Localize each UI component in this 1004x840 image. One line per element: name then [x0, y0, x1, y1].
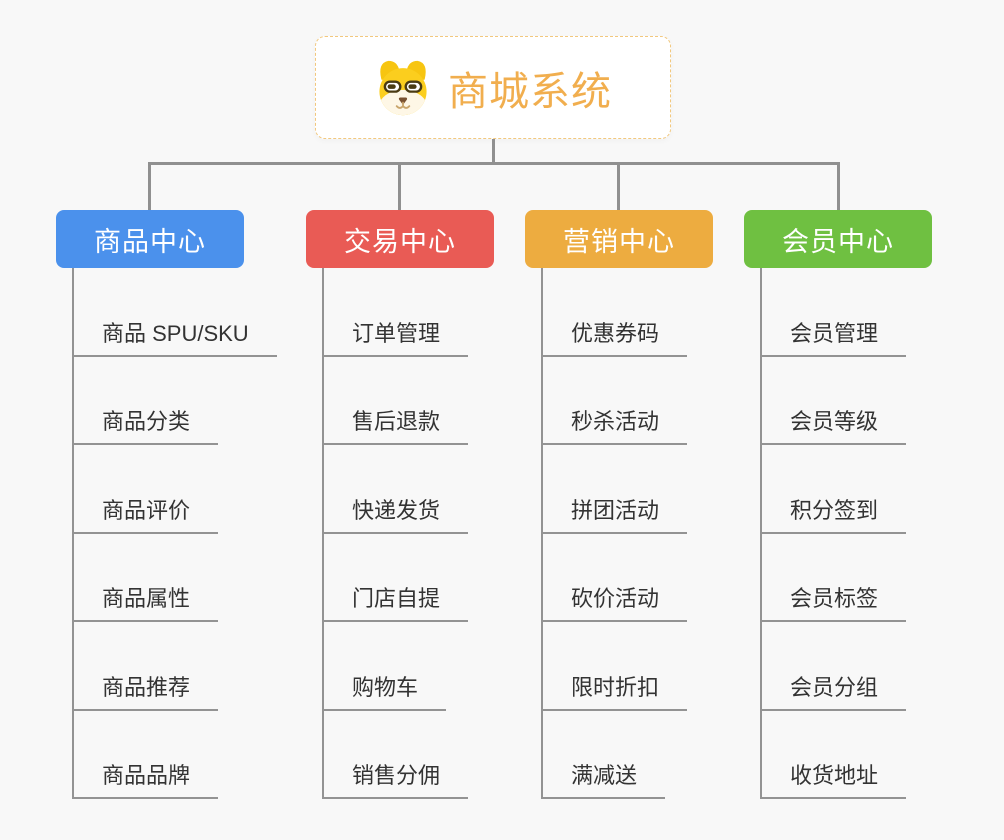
branch-products: 商品中心 商品 SPU/SKU 商品分类 商品评价 商品属性 商品推荐 商品品牌 [56, 210, 277, 799]
connector-root-stem [492, 139, 495, 163]
branch-item[interactable]: 商品属性 [72, 534, 219, 622]
branch-item[interactable]: 商品分类 [72, 357, 219, 445]
branch-item[interactable]: 收货地址 [760, 711, 907, 799]
branch-item[interactable]: 秒杀活动 [541, 357, 688, 445]
branch-items-trade: 订单管理 售后退款 快递发货 门店自提 购物车 销售分佣 [322, 268, 494, 799]
branch-header-marketing[interactable]: 营销中心 [525, 210, 713, 268]
branch-header-trade[interactable]: 交易中心 [306, 210, 494, 268]
branch-item[interactable]: 商品 SPU/SKU [72, 268, 277, 357]
branch-item[interactable]: 快递发货 [322, 445, 469, 534]
branch-item[interactable]: 售后退款 [322, 357, 469, 445]
branch-item[interactable]: 满减送 [541, 711, 666, 799]
branch-items-products: 商品 SPU/SKU 商品分类 商品评价 商品属性 商品推荐 商品品牌 [72, 268, 277, 799]
branch-item[interactable]: 订单管理 [322, 268, 469, 357]
branch-item[interactable]: 门店自提 [322, 534, 469, 622]
branch-item[interactable]: 限时折扣 [541, 622, 688, 711]
branch-item[interactable]: 砍价活动 [541, 534, 688, 622]
connector-drop-trade [398, 162, 401, 210]
branch-item[interactable]: 会员标签 [760, 534, 907, 622]
branch-item[interactable]: 销售分佣 [322, 711, 469, 799]
dog-face-icon [379, 60, 427, 115]
root-title: 商城系统 [448, 69, 612, 114]
connector-bus [148, 162, 840, 165]
branch-item[interactable]: 会员管理 [760, 268, 907, 357]
connector-drop-products [148, 162, 151, 210]
branch-items-members: 会员管理 会员等级 积分签到 会员标签 会员分组 收货地址 [760, 268, 932, 799]
branch-marketing: 营销中心 优惠券码 秒杀活动 拼团活动 砍价活动 限时折扣 满减送 [525, 210, 713, 799]
connector-drop-marketing [617, 162, 620, 210]
branch-trade: 交易中心 订单管理 售后退款 快递发货 门店自提 购物车 销售分佣 [306, 210, 494, 799]
branch-item[interactable]: 会员分组 [760, 622, 907, 711]
branch-header-members[interactable]: 会员中心 [744, 210, 932, 268]
branch-item[interactable]: 商品品牌 [72, 711, 219, 799]
connector-drop-members [837, 162, 840, 210]
branch-items-marketing: 优惠券码 秒杀活动 拼团活动 砍价活动 限时折扣 满减送 [541, 268, 713, 799]
branch-item[interactable]: 优惠券码 [541, 268, 688, 357]
branch-item[interactable]: 商品推荐 [72, 622, 219, 711]
root-node[interactable]: 商城系统 [315, 36, 671, 139]
branch-members: 会员中心 会员管理 会员等级 积分签到 会员标签 会员分组 收货地址 [744, 210, 932, 799]
branch-item[interactable]: 积分签到 [760, 445, 907, 534]
branch-item[interactable]: 购物车 [322, 622, 447, 711]
branch-item[interactable]: 商品评价 [72, 445, 219, 534]
branch-item[interactable]: 拼团活动 [541, 445, 688, 534]
branch-header-products[interactable]: 商品中心 [56, 210, 244, 268]
branch-item[interactable]: 会员等级 [760, 357, 907, 445]
